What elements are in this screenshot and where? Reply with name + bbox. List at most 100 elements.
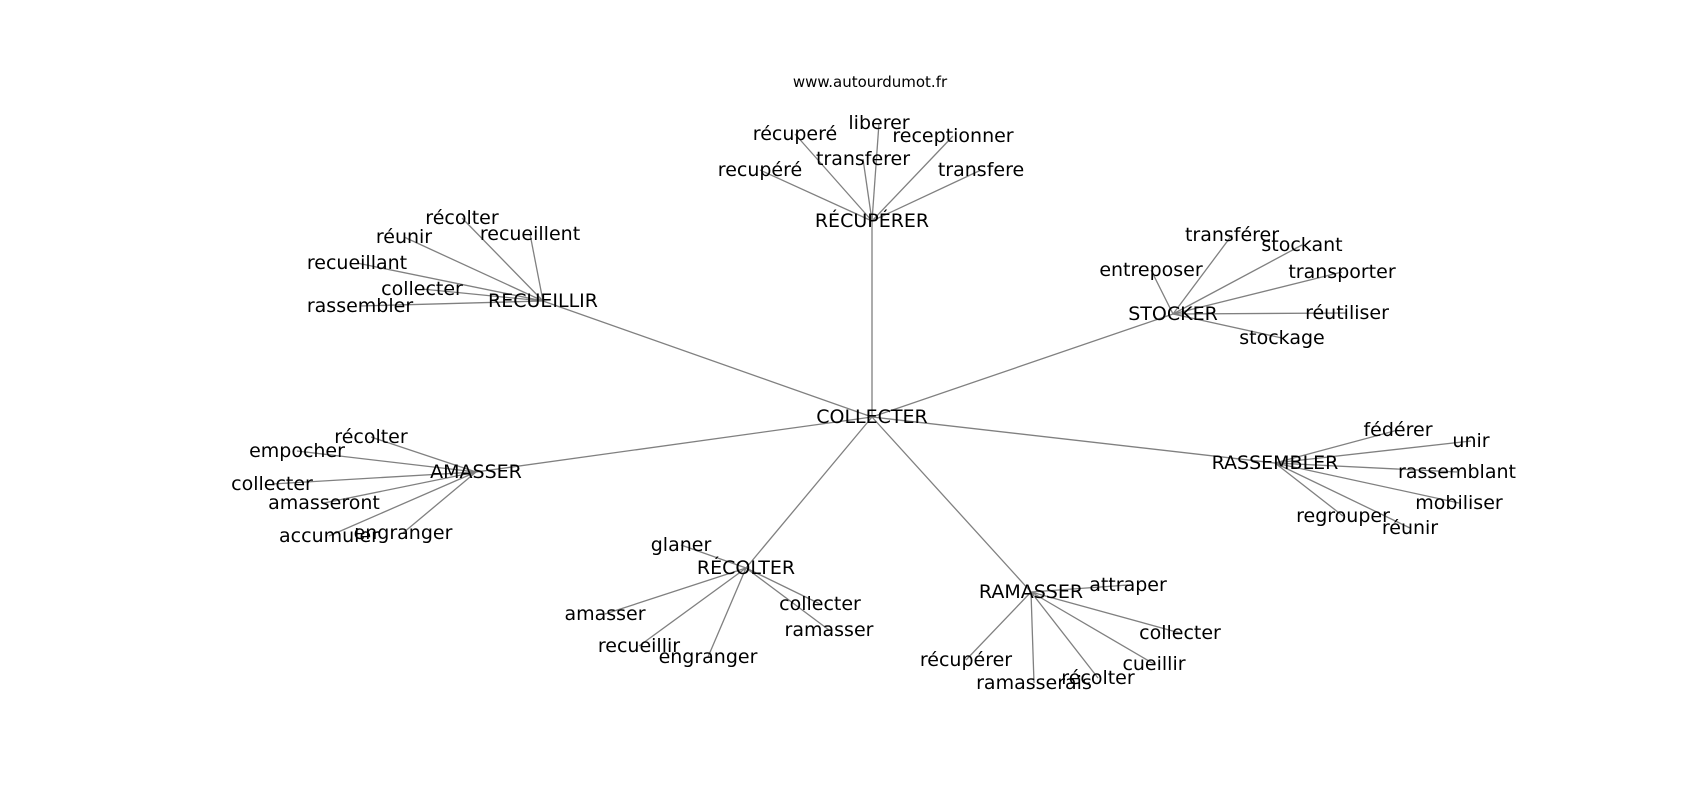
leaf-node-recueillir-1: réunir [376, 226, 432, 248]
edge-root-recueillir [542, 300, 873, 418]
edge-root-rassembler [871, 416, 1276, 464]
edge-recueillir-5 [359, 300, 544, 307]
edge-rassembler-5 [1274, 462, 1411, 529]
leaf-node-recuperer-3: transferer [816, 148, 910, 170]
edge-recueillir-3 [356, 262, 544, 302]
leaf-node-recuperer-5: transfere [938, 159, 1024, 181]
edge-amasser-2 [271, 471, 477, 485]
leaf-node-stocker-2: entreposer [1099, 259, 1203, 281]
leaf-node-recolter-4: recueillir [598, 635, 680, 657]
leaf-node-rassembler-0: fédérer [1363, 419, 1432, 441]
group-node-recuperer: RÉCUPÉRER [815, 209, 929, 232]
edge-ramasser-0 [1030, 584, 1129, 593]
leaf-node-rassembler-1: unir [1452, 430, 1489, 452]
leaf-node-amasser-4: accumuler [279, 525, 379, 547]
edge-recuperer-3 [862, 158, 873, 222]
leaf-node-recuperer-2: receptionner [892, 125, 1013, 147]
leaf-node-amasser-1: empocher [249, 440, 345, 462]
leaf-node-ramasser-0: attraper [1089, 574, 1167, 596]
leaf-node-rassembler-3: mobiliser [1415, 492, 1503, 514]
leaf-node-recueillir-5: rassembler [307, 295, 413, 317]
edge-root-amasser [475, 416, 873, 473]
group-node-recueillir: RECUEILLIR [488, 290, 598, 312]
edge-recuperer-2 [871, 135, 954, 222]
edge-recolter-4 [638, 567, 747, 647]
leaf-node-stocker-4: réutiliser [1305, 302, 1389, 324]
leaf-node-recueillir-0: récolter [425, 207, 499, 229]
edge-recolter-1 [745, 567, 821, 605]
leaf-node-recolter-2: amasser [564, 603, 645, 625]
leaf-node-recolter-3: ramasser [785, 619, 874, 641]
edge-rassembler-2 [1274, 462, 1458, 473]
edge-recolter-0 [680, 544, 747, 569]
leaf-node-recolter-5: engranger [659, 646, 758, 668]
leaf-node-stocker-0: transférer [1185, 224, 1279, 246]
leaf-node-stocker-5: stockage [1239, 327, 1324, 349]
edge-root-stocker [871, 313, 1174, 418]
edge-rassembler-4 [1274, 462, 1344, 517]
edge-amasser-0 [370, 436, 477, 473]
edge-recueillir-1 [403, 236, 544, 302]
leaf-node-recolter-0: glaner [651, 534, 712, 556]
edge-recuperer-1 [871, 122, 880, 222]
edge-amasser-3 [323, 471, 477, 504]
edge-root-ramasser [871, 416, 1032, 593]
leaf-node-recueillir-4: collecter [381, 278, 463, 300]
edge-recuperer-5 [871, 169, 982, 222]
leaf-node-recuperer-0: récuperé [753, 123, 837, 145]
leaf-node-rassembler-5: réunir [1382, 517, 1438, 539]
leaf-node-amasser-5: engranger [354, 522, 453, 544]
leaf-node-recuperer-4: recupéré [718, 159, 802, 181]
edge-stocker-1 [1172, 244, 1303, 315]
edge-rassembler-1 [1274, 440, 1472, 464]
leaf-node-stocker-3: transporter [1288, 261, 1395, 283]
leaf-node-recuperer-1: liberer [848, 112, 909, 134]
leaf-node-stocker-1: stockant [1261, 234, 1342, 256]
edge-ramasser-2 [965, 591, 1032, 661]
leaf-node-ramasser-3: cueillir [1122, 653, 1185, 675]
edge-recueillir-4 [421, 288, 544, 302]
edge-stocker-3 [1172, 271, 1343, 315]
leaf-node-ramasser-2: récupérer [920, 649, 1012, 671]
edge-ramasser-4 [1030, 591, 1035, 684]
edge-amasser-5 [402, 471, 477, 534]
leaf-node-amasser-3: amasseront [268, 492, 380, 514]
group-node-recolter: RÉCOLTER [697, 556, 795, 579]
source-label: www.autourdumot.fr [793, 73, 948, 91]
edge-stocker-0 [1172, 234, 1233, 315]
edge-recolter-3 [745, 567, 830, 631]
edge-amasser-1 [296, 450, 477, 473]
leaf-node-recolter-1: collecter [779, 593, 861, 615]
edge-recolter-5 [707, 567, 747, 658]
edge-rassembler-0 [1274, 429, 1399, 464]
edge-recuperer-0 [794, 133, 873, 222]
edge-ramasser-3 [1030, 591, 1155, 665]
leaf-node-ramasser-1: collecter [1139, 622, 1221, 644]
edge-stocker-5 [1172, 313, 1283, 339]
edge-amasser-4 [328, 471, 477, 537]
edge-recueillir-0 [461, 217, 544, 302]
group-node-rassembler: RASSEMBLER [1212, 452, 1339, 474]
group-node-amasser: AMASSER [430, 461, 522, 483]
edge-recueillir-2 [529, 233, 544, 302]
group-node-stocker: STOCKER [1128, 303, 1218, 325]
edge-rassembler-3 [1274, 462, 1460, 504]
leaf-node-ramasser-5: récolter [1061, 667, 1135, 689]
edge-ramasser-1 [1030, 591, 1181, 634]
edge-root-recolter [745, 416, 873, 569]
edge-stocker-4 [1172, 312, 1348, 315]
edge-recolter-2 [604, 567, 747, 615]
edge-layer [271, 122, 1472, 684]
leaf-node-rassembler-4: regrouper [1296, 505, 1390, 527]
edge-ramasser-5 [1030, 591, 1099, 679]
group-node-ramasser: RAMASSER [979, 581, 1083, 603]
root-node: COLLECTER [816, 406, 927, 428]
edge-recuperer-4 [759, 169, 873, 222]
leaf-node-amasser-0: récolter [334, 426, 408, 448]
edge-stocker-2 [1150, 269, 1174, 315]
leaf-node-ramasser-4: ramasserais [976, 672, 1092, 694]
leaf-node-recueillir-3: recueillant [307, 252, 407, 274]
leaf-node-rassembler-2: rassemblant [1398, 461, 1516, 483]
